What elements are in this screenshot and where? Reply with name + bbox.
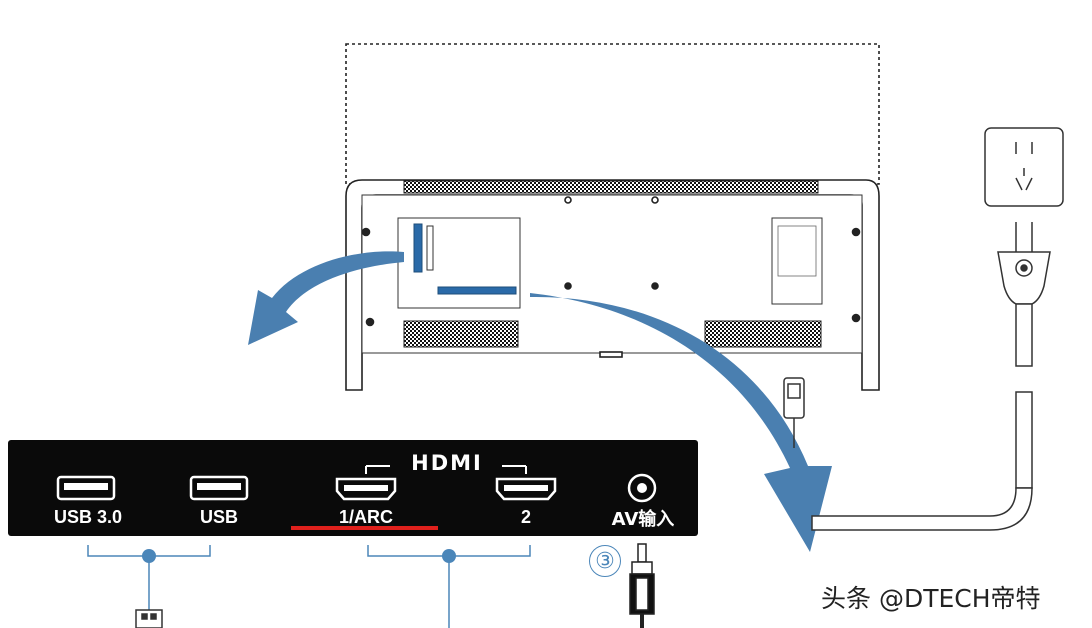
hdmi-section-title: HDMI [411, 451, 483, 475]
usb-port-icon [189, 475, 249, 501]
arrow-to-power-icon [530, 293, 832, 552]
top-vent-strip [403, 180, 819, 194]
arrow-to-side-ports-icon [248, 251, 404, 345]
direction-arrows [248, 251, 832, 552]
usb-drive-icon [135, 609, 163, 628]
watermark-text: 头条 @DTECH帝特 [821, 584, 1041, 613]
usb3-port-label: USB 3.0 [53, 507, 123, 527]
side-ports-highlight [413, 223, 423, 273]
port-panel [8, 440, 698, 536]
usb-port-label: USB [199, 507, 238, 527]
hdmi2-port-icon [495, 477, 557, 501]
av-callout-number: ③ [589, 545, 621, 577]
av-input-port-label: AV输入 [611, 509, 675, 530]
rca-plug-icon [629, 543, 655, 628]
av-jack-icon [627, 473, 657, 503]
bottom-ports-highlight [437, 286, 517, 295]
hdmi2-port-label: 2 [520, 507, 531, 527]
power-plug-icon [811, 222, 1051, 531]
usb-connector-dot [142, 549, 156, 563]
hdmi1-port-icon [335, 477, 397, 501]
usb3-port-icon [56, 475, 116, 501]
hdmi-connector-dot [442, 549, 456, 563]
tv-back-illustration [345, 43, 880, 391]
hdmi1-arc-port-label: 1/ARC [338, 507, 393, 527]
power-connector-icon [783, 377, 805, 448]
tv-screen-top [345, 43, 880, 185]
power-outlet-icon [984, 127, 1064, 207]
